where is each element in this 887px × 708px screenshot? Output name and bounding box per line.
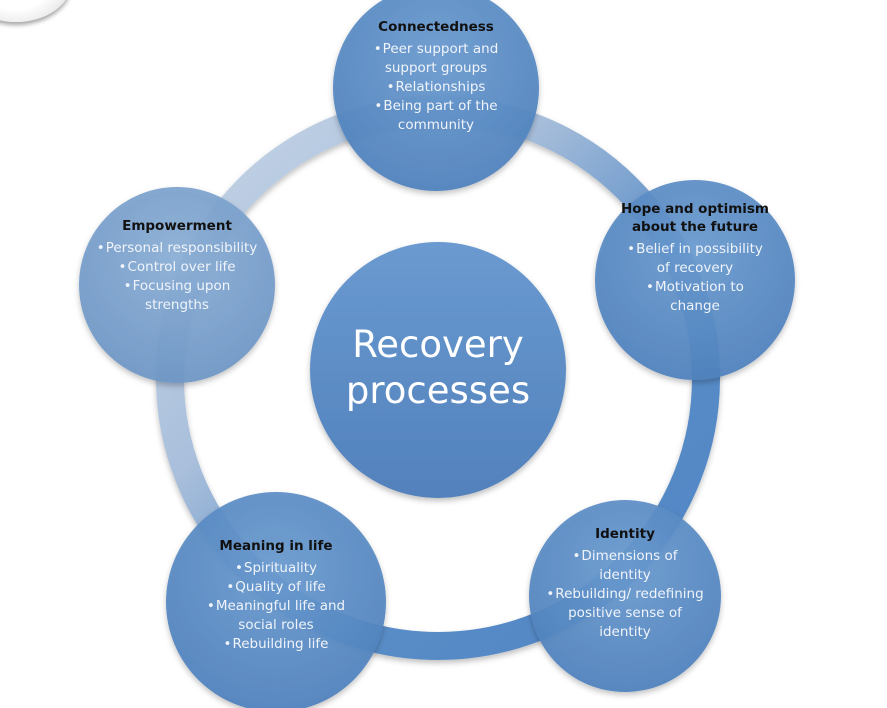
node-title: Identity — [595, 526, 655, 542]
node-bullet: Rebuilding/ redefining positive sense of… — [545, 585, 705, 642]
node-bullet: Meaningful life and social roles — [186, 597, 366, 635]
node-title: Empowerment — [122, 218, 232, 234]
node-bullet: Motivation to change — [620, 278, 770, 316]
node-empowerment: EmpowermentPersonal responsibilityContro… — [92, 217, 262, 315]
node-bullet: Relationships — [351, 78, 521, 97]
node-bullet: Being part of the community — [351, 97, 521, 135]
node-identity: IdentityDimensions of identityRebuilding… — [545, 525, 705, 642]
node-bullet: Peer support and support groups — [351, 40, 521, 78]
center-circle — [310, 242, 566, 498]
node-meaning: Meaning in lifeSpiritualityQuality of li… — [186, 537, 366, 654]
node-connectedness: ConnectednessPeer support and support gr… — [351, 18, 521, 135]
node-bullet: Dimensions of identity — [545, 547, 705, 585]
node-hope: Hope and optimism about the futureBelief… — [620, 200, 770, 316]
node-title: Connectedness — [378, 19, 494, 35]
node-title: Hope and optimism about the future — [621, 201, 769, 235]
center-label: Recovery processes — [345, 323, 531, 412]
node-bullet: Focusing upon strengths — [92, 277, 262, 315]
node-bullet: Rebuilding life — [186, 635, 366, 654]
node-bullet: Spirituality — [186, 559, 366, 578]
node-title: Meaning in life — [219, 538, 333, 554]
node-bullet: Personal responsibility — [92, 239, 262, 258]
node-bullet: Belief in possibility of recovery — [620, 240, 770, 278]
node-bullet: Control over life — [92, 258, 262, 277]
node-bullet: Quality of life — [186, 578, 366, 597]
